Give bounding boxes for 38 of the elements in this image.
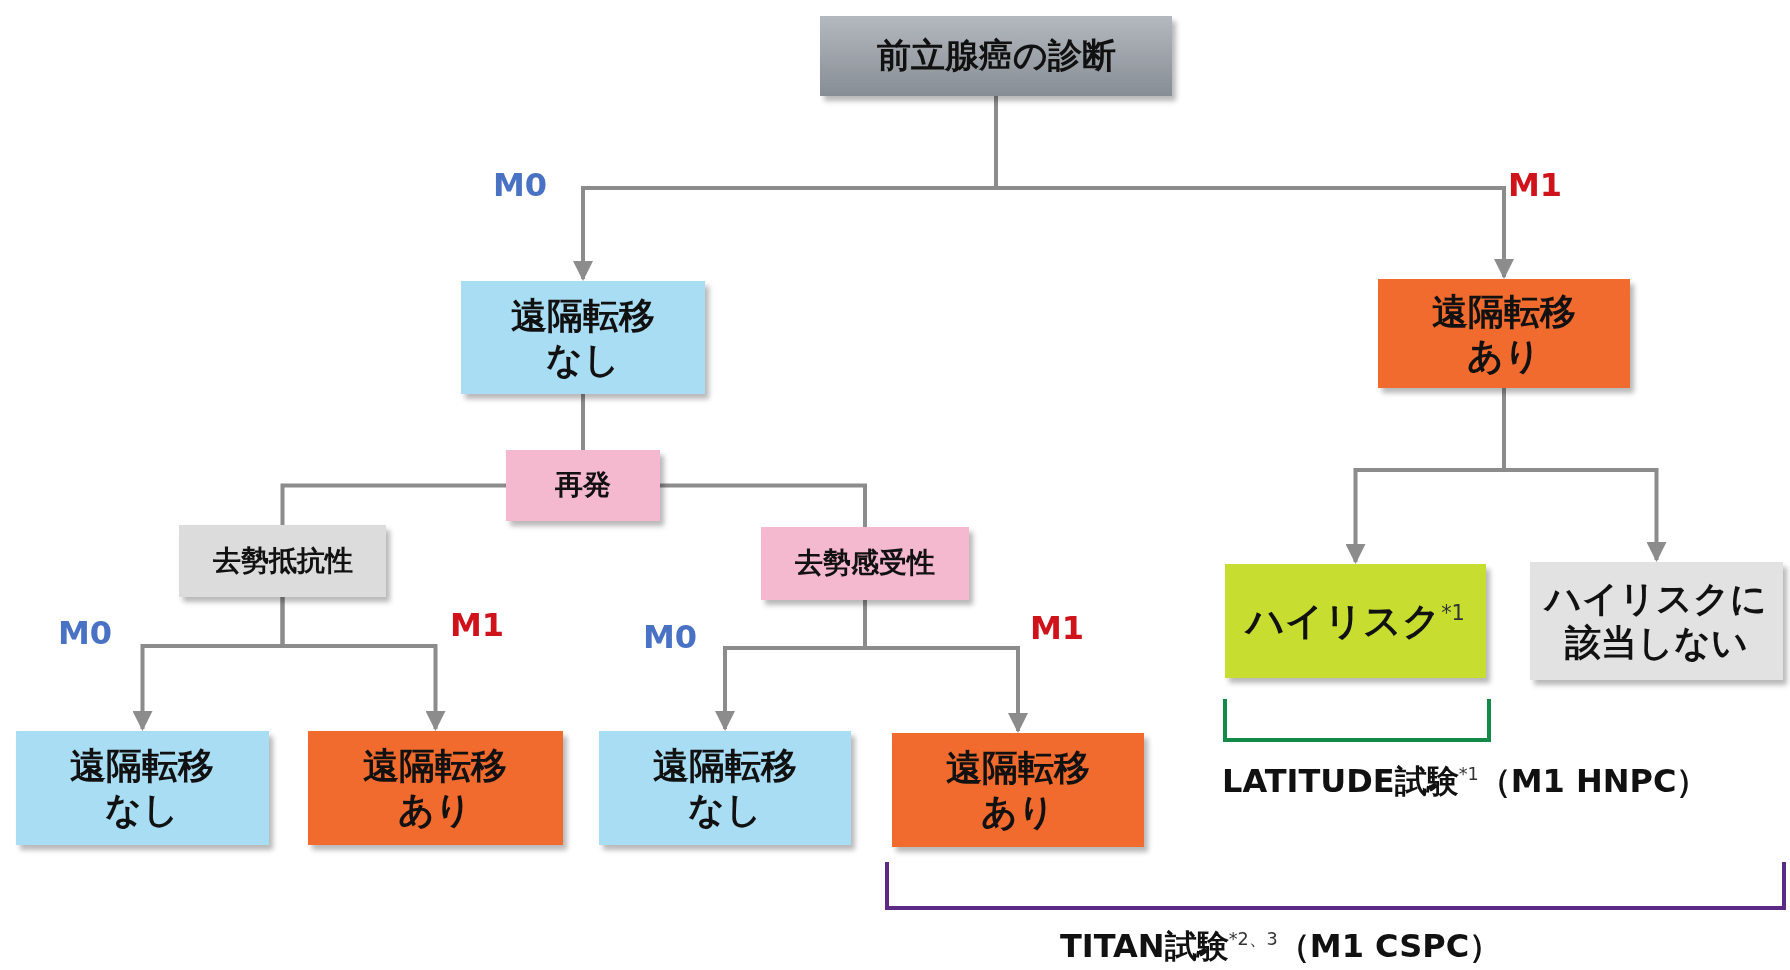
process-box — [1530, 562, 1783, 680]
trial-label: TITAN試験$^{*2、3}$（M1 CSPC） — [1060, 926, 1502, 967]
edge-label: M1 — [1508, 166, 1563, 204]
node-label: 去勢抵抗性 — [211, 543, 354, 579]
process-box — [761, 527, 969, 600]
node-label: 遠隔転移なし — [69, 744, 216, 832]
node-label: 遠隔転移なし — [510, 293, 656, 382]
process-box — [179, 525, 386, 597]
connector-line — [280, 483, 506, 525]
edge-label: M1 — [450, 606, 505, 644]
node-label: 去勢感受性 — [794, 546, 936, 581]
connector-line — [581, 394, 585, 450]
process-box — [16, 731, 269, 845]
process-box — [892, 733, 1144, 847]
edge-label: M0 — [58, 614, 113, 652]
arrow — [863, 600, 1028, 733]
arrow — [280, 597, 446, 731]
node-label: 遠隔転移あり — [945, 746, 1091, 834]
node-label: 前立腺癌の診断 — [875, 35, 1117, 77]
edge-label: M0 — [493, 166, 548, 204]
node-label: 遠隔転移あり — [362, 744, 509, 832]
process-box — [506, 450, 660, 521]
process-box — [599, 731, 851, 845]
arrow — [1502, 388, 1667, 562]
node-label: 再発 — [554, 468, 612, 503]
process-box — [1225, 564, 1486, 678]
node-label: ハイリスクに該当しない — [1543, 577, 1769, 665]
edge-label: M1 — [1030, 609, 1085, 647]
node-label: ハイリスク$^{*1}$ — [1243, 597, 1466, 645]
process-box — [820, 16, 1172, 96]
edge-label: M0 — [643, 618, 698, 656]
node-label: 遠隔転移なし — [652, 744, 798, 832]
trial-label: LATITUDE試験$^{*1}$（M1 HNPC） — [1222, 761, 1709, 802]
process-box — [308, 731, 563, 845]
process-box — [461, 281, 705, 394]
node-label: 遠隔転移あり — [1431, 289, 1577, 378]
process-box — [1378, 279, 1630, 388]
connector-line — [660, 483, 867, 527]
